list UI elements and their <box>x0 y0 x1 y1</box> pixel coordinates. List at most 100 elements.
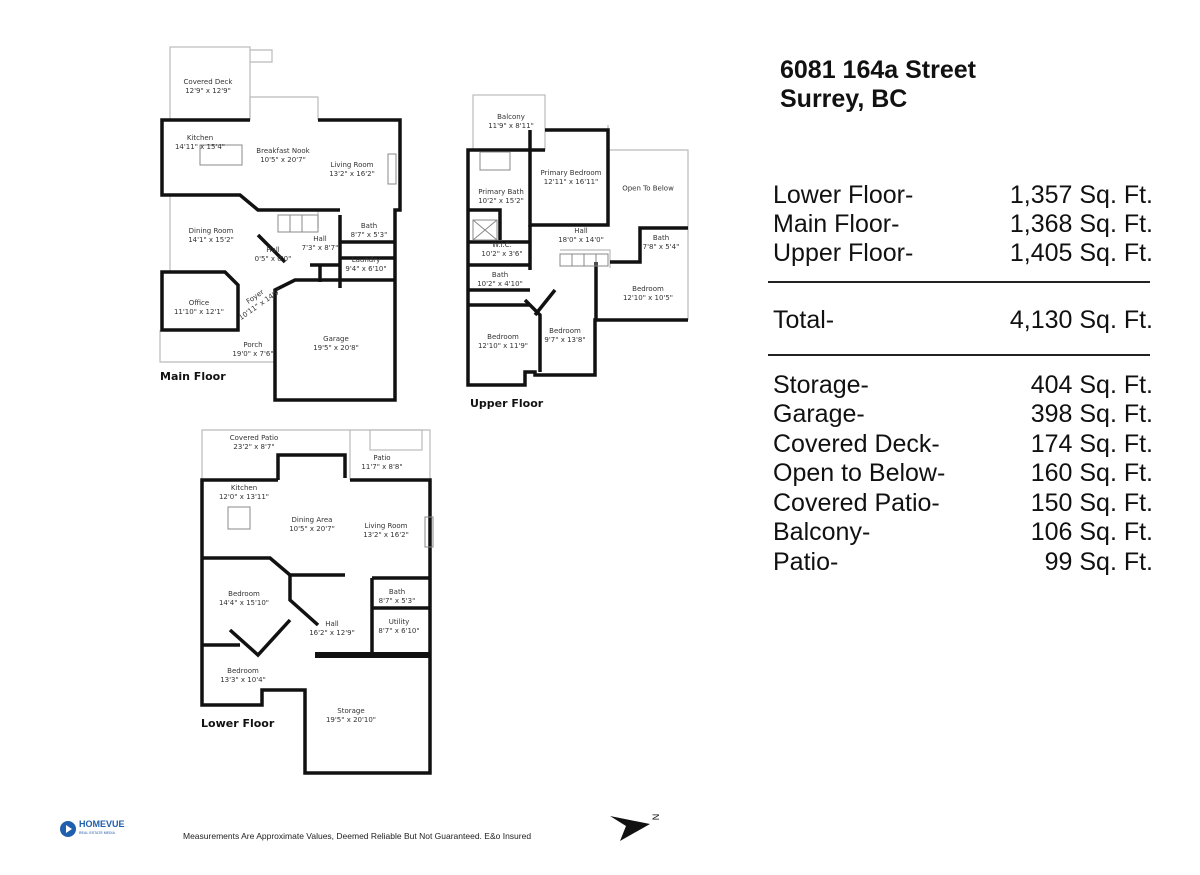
room-dims: 12'0" x 13'11" <box>218 493 270 501</box>
room-dims: 13'2" x 16'2" <box>363 531 409 539</box>
room-dims: 11'9" x 8'11" <box>488 122 534 130</box>
area-row-covered-patio: Covered Patio-150 Sq. Ft. <box>773 488 1153 518</box>
upper-floor-label: Upper Floor <box>470 397 544 410</box>
room-dims: 14'11" x 15'4" <box>174 143 226 151</box>
room-dims: 8'7" x 6'10" <box>378 627 420 635</box>
room-dims: 19'5" x 20'10" <box>325 716 377 724</box>
room-name: Balcony <box>497 113 525 121</box>
play-pin-icon <box>60 821 76 837</box>
room-name: Storage <box>337 707 365 715</box>
room-name: Hall <box>266 246 280 254</box>
room-name: Bath <box>652 234 670 242</box>
room-name: Hall <box>574 227 588 235</box>
room-dims: 8'7" x 5'3" <box>350 231 388 239</box>
room-dims: 13'3" x 10'4" <box>220 676 266 684</box>
area-row-patio: Patio-99 Sq. Ft. <box>773 547 1153 577</box>
room-name: Living Room <box>330 161 374 169</box>
room-dims: 8'7" x 5'3" <box>378 597 416 605</box>
room-dims: 13'2" x 16'2" <box>329 170 375 178</box>
room-name: Porch <box>243 341 263 349</box>
area-row-open-to-below: Open to Below-160 Sq. Ft. <box>773 458 1153 488</box>
room-name: Laundry <box>351 256 381 264</box>
room-name: Hall <box>313 235 327 243</box>
area-label: Covered Patio- <box>773 489 940 517</box>
room-name: Covered Patio <box>229 434 279 442</box>
room-dims: 12'9" x 12'9" <box>185 87 231 95</box>
area-row-covered-deck: Covered Deck-174 Sq. Ft. <box>773 429 1153 459</box>
room-wic: W.I.C.10'2" x 3'6" <box>481 241 522 259</box>
room-dims: 7'3" x 8'7" <box>301 244 339 252</box>
room-open-to-below: Open To Below <box>622 185 674 194</box>
area-label: Patio- <box>773 548 839 576</box>
area-label: Balcony- <box>773 518 871 546</box>
room-name: Bedroom <box>487 333 519 341</box>
area-label: Storage- <box>773 371 869 399</box>
room-name: Living Room <box>364 522 408 530</box>
area-row-total: Total-4,130 Sq. Ft. <box>773 305 1153 335</box>
area-row-garage: Garage-398 Sq. Ft. <box>773 399 1153 429</box>
room-dims: 9'7" x 13'8" <box>544 336 586 344</box>
area-value: 1,405 Sq. Ft. <box>1009 239 1153 267</box>
main-floor-label: Main Floor <box>160 370 226 383</box>
disclaimer: Measurements Are Approximate Values, Dee… <box>183 831 532 841</box>
room-dims: 9'4" x 6'10" <box>345 265 387 273</box>
area-row-balcony: Balcony- 106 Sq. Ft. <box>773 517 1153 547</box>
room-dims: 16'2" x 12'9" <box>309 629 355 637</box>
room-name: Bedroom <box>549 327 581 335</box>
thin-walls <box>159 46 689 480</box>
area-value: 174 Sq. Ft. <box>1030 430 1153 458</box>
room-dims: 23'2" x 8'7" <box>233 443 275 451</box>
room-dims: 11'10" x 12'1" <box>173 308 225 316</box>
room-name: Hall <box>325 620 339 628</box>
room-dims: 10'2" x 3'6" <box>481 250 523 258</box>
room-dims: 14'1" x 15'2" <box>188 236 234 244</box>
room-name: Bedroom <box>227 667 259 675</box>
area-value: 404 Sq. Ft. <box>1030 371 1153 399</box>
area-row-storage: Storage- 404 Sq. Ft. <box>773 370 1153 400</box>
room-name: Primary Bedroom <box>540 169 602 177</box>
area-value: 1,368 Sq. Ft. <box>1009 210 1153 238</box>
room-name: Open To Below <box>622 184 674 193</box>
area-value: 106 Sq. Ft. <box>1030 518 1153 546</box>
room-dims: 7'8" x 5'4" <box>642 243 680 251</box>
room-name: Patio <box>373 454 391 462</box>
area-label: Garage- <box>773 400 865 428</box>
room-name: Office <box>188 299 210 307</box>
logo-text: HOMEVUE <box>79 819 125 829</box>
room-name: Garage <box>323 335 349 343</box>
area-row-upper: Upper Floor- 1,405 Sq. Ft. <box>773 238 1153 268</box>
room-dims: 18'0" x 14'0" <box>558 236 604 244</box>
room-dims: 12'10" x 10'5" <box>622 294 674 302</box>
area-value: 160 Sq. Ft. <box>1030 459 1153 487</box>
room-name: Breakfast Nook <box>256 147 310 155</box>
area-label: Total- <box>773 306 835 334</box>
area-label: Upper Floor- <box>773 239 914 267</box>
area-row-main: Main Floor-1,368 Sq. Ft. <box>773 209 1153 239</box>
room-dims: 11'7" x 8'8" <box>361 463 403 471</box>
